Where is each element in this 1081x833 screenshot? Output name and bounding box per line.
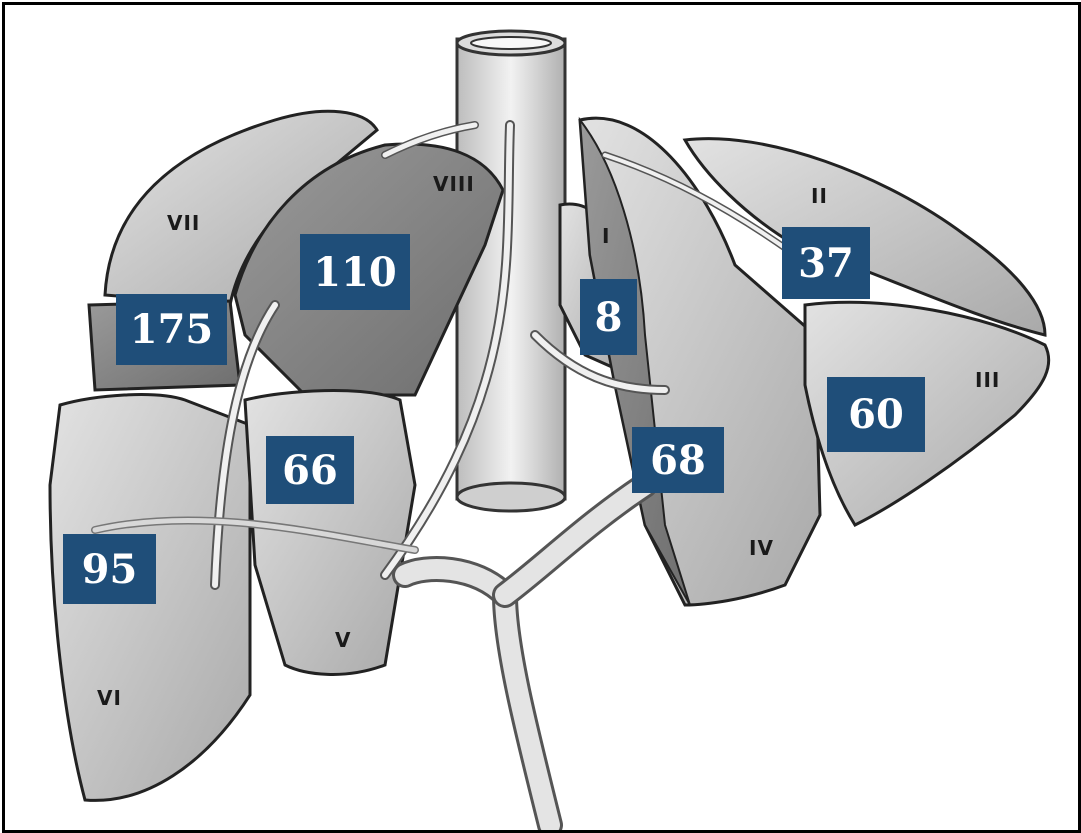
count-box-segment-V: 66: [266, 436, 354, 504]
count-box-segment-VII: 175: [116, 294, 227, 365]
count-box-segment-VI: 95: [63, 534, 156, 604]
segment-label-I: I: [602, 224, 610, 248]
segment-label-V: V: [335, 628, 351, 652]
segment-label-II: II: [811, 184, 828, 208]
count-box-segment-II: 37: [782, 227, 870, 299]
segment-label-VI: VI: [97, 686, 122, 710]
count-box-segment-IV: 68: [632, 427, 724, 493]
count-box-segment-VIII: 110: [300, 234, 410, 310]
count-box-segment-I: 8: [580, 279, 637, 355]
count-box-segment-III: 60: [827, 377, 925, 452]
segment-label-III: III: [975, 368, 1000, 392]
segment-label-VII: VII: [167, 211, 200, 235]
segment-label-VIII: VIII: [433, 172, 475, 196]
segment-label-IV: IV: [749, 536, 774, 560]
